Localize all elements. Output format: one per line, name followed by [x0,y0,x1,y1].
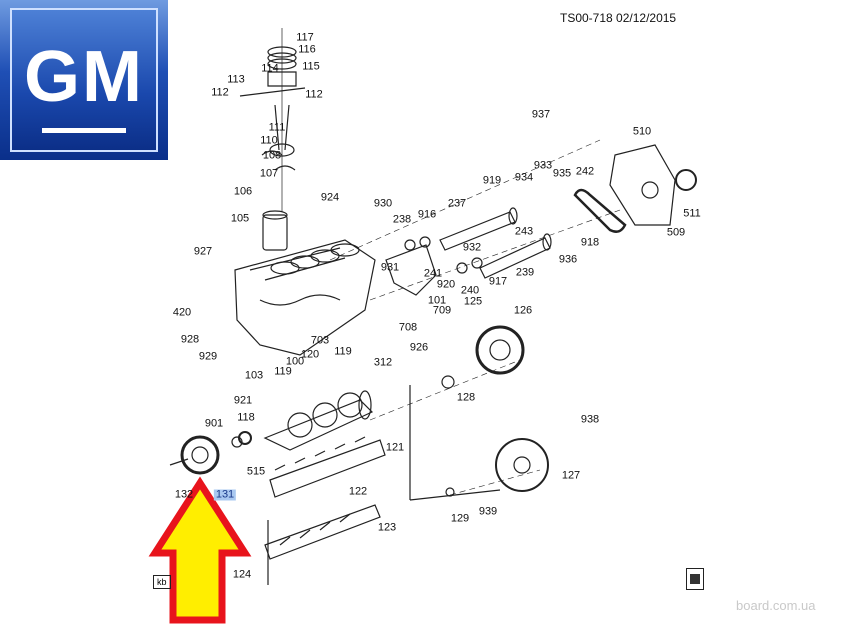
callout-107: 107 [259,167,279,180]
callout-926: 926 [409,341,429,354]
callout-936: 936 [558,253,578,266]
callout-509: 509 [666,226,686,239]
callout-240: 240 [460,284,480,297]
callout-312: 312 [373,356,393,369]
callout-127: 127 [561,469,581,482]
callout-919: 919 [482,174,502,187]
bearing-caps [264,436,386,585]
document-id: TS00-718 02/12/2015 [560,11,677,25]
callout-115: 115 [302,60,320,73]
callout-112: 112 [211,86,229,99]
callout-131: 131 [213,488,237,501]
callout-132: 132 [174,488,194,501]
callout-239: 239 [515,266,535,279]
callout-511: 511 [683,207,701,220]
callout-901: 901 [204,417,224,430]
callout-243: 243 [514,225,534,238]
callout-241: 241 [423,267,443,280]
callout-937: 937 [531,108,551,121]
callout-122: 122 [348,485,368,498]
piston-assembly [239,28,306,251]
kb-badge: kb [153,575,171,589]
callout-932: 932 [462,241,482,254]
callout-931: 931 [380,261,400,274]
callout-917: 917 [488,275,508,288]
callout-920: 920 [436,278,456,291]
callout-242: 242 [575,165,595,178]
callout-929: 929 [198,350,218,363]
callout-106: 106 [233,185,253,198]
callout-101: 101 [427,294,447,307]
callout-108: 108 [262,149,282,162]
callout-703: 703 [310,334,330,347]
callout-114: 114 [261,62,279,75]
callout-934: 934 [514,171,534,184]
callout-510: 510 [632,125,652,138]
callout-126: 126 [513,304,533,317]
callout-237: 237 [447,197,467,210]
callout-933: 933 [533,159,553,172]
gm-logo: GM [0,0,168,160]
callout-515: 515 [246,465,266,478]
camshafts [385,207,552,296]
callout-708: 708 [398,321,418,334]
callout-112: 112 [305,88,323,101]
callout-119: 119 [334,345,352,358]
callout-105: 105 [230,212,250,225]
service-info-icon [686,568,704,590]
dashed-axes [329,139,621,496]
callout-118: 118 [237,411,255,424]
crankshaft [263,390,374,451]
callout-119: 119 [274,365,292,378]
callout-238: 238 [392,213,412,226]
callout-121: 121 [385,441,405,454]
callout-123: 123 [377,521,397,534]
timing-cover [573,144,697,233]
callout-921: 921 [233,394,253,407]
callout-939: 939 [478,505,498,518]
callout-930: 930 [373,197,393,210]
callout-129: 129 [450,512,470,525]
callout-916: 916 [417,208,437,221]
callout-103: 103 [244,369,264,382]
callout-928: 928 [180,333,200,346]
callout-924: 924 [320,191,340,204]
callout-420: 420 [172,306,192,319]
callout-927: 927 [193,245,213,258]
engine-block [234,239,376,356]
callout-111: 111 [268,121,286,134]
callout-125: 125 [463,295,483,308]
callout-938: 938 [580,413,600,426]
harmonic-balancer [169,431,252,475]
callout-918: 918 [580,236,600,249]
callout-709: 709 [432,304,452,317]
highlight-arrow [148,476,252,624]
flexplate [409,325,549,501]
logo-text: GM [24,37,144,117]
callout-100: 100 [285,355,305,368]
callout-935: 935 [552,167,572,180]
callout-113: 113 [227,73,245,86]
callout-116: 116 [298,43,316,56]
callout-117: 117 [296,31,314,44]
callout-124: 124 [232,568,252,581]
watermark: board.com.ua [736,598,816,613]
callout-110: 110 [260,134,278,147]
callout-128: 128 [456,391,476,404]
callout-120: 120 [300,348,320,361]
